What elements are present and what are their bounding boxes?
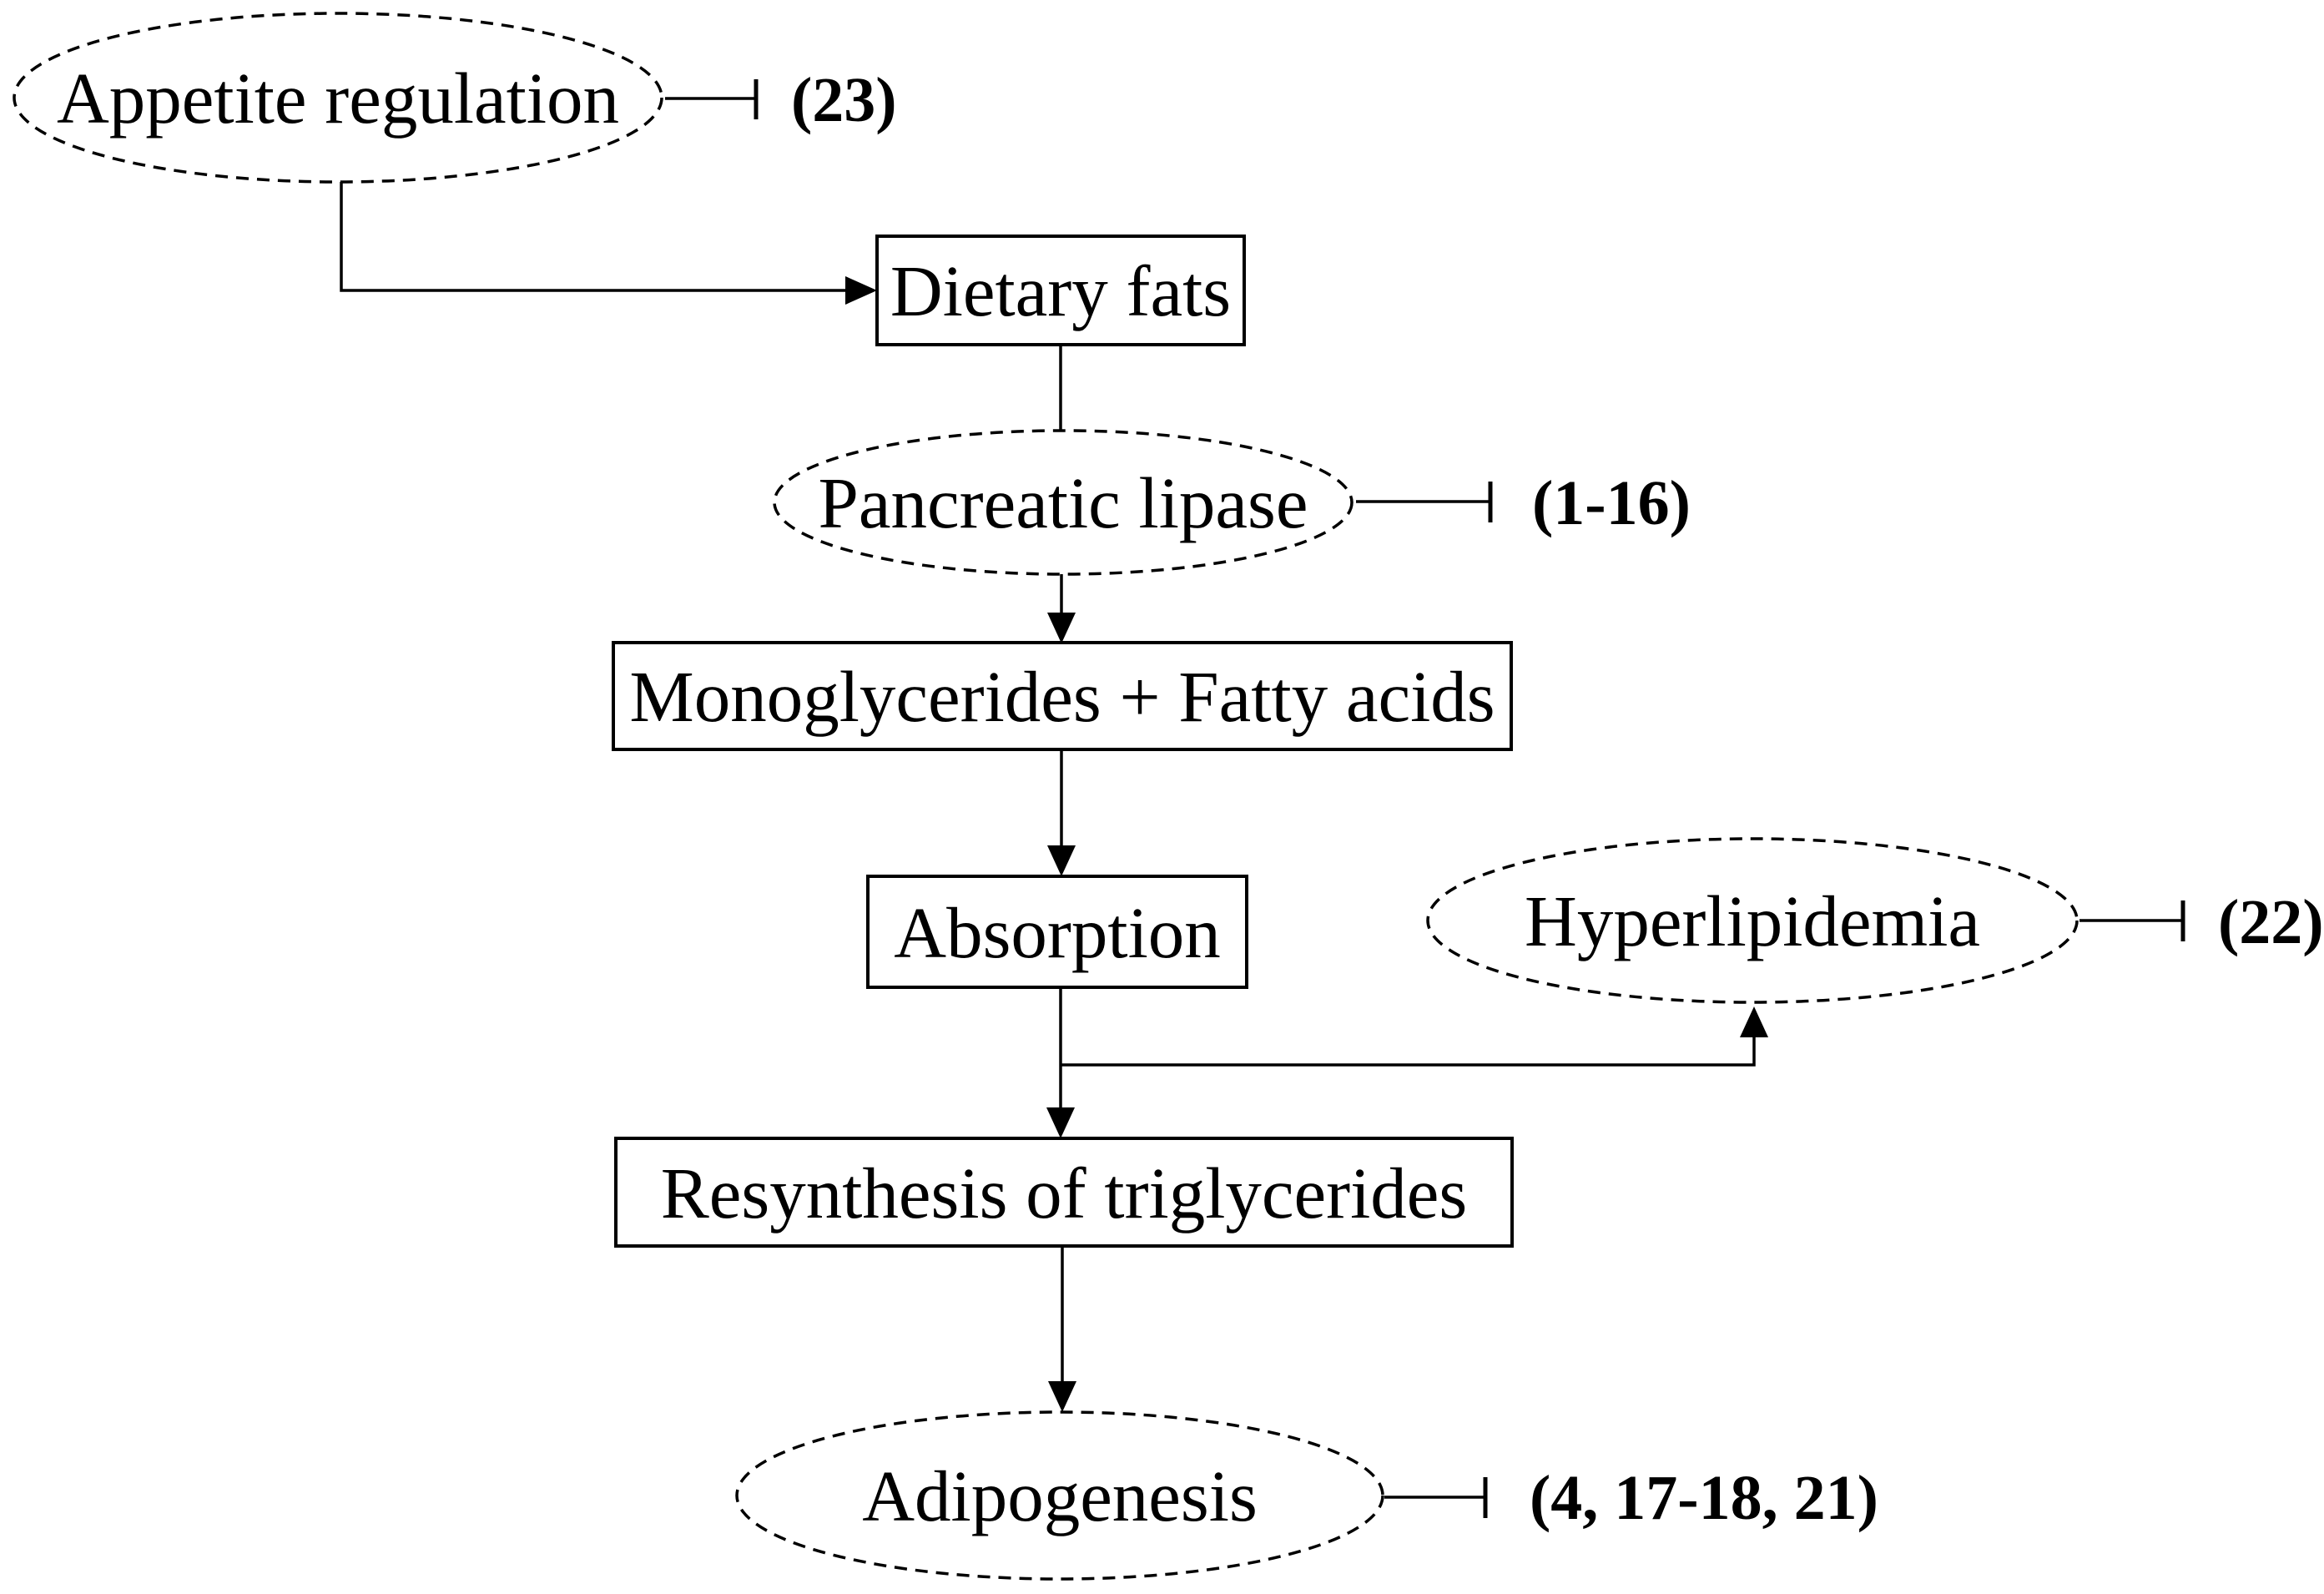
node-absorption-shape bbox=[866, 875, 1248, 989]
edge-appetite-to-dietary-fats-line bbox=[340, 179, 846, 292]
reference-label-23: (23) bbox=[791, 65, 897, 135]
node-pancreatic-lipase-shape bbox=[773, 429, 1354, 576]
edge-absorption-to-resynthesis-arrowhead-icon bbox=[1046, 1107, 1075, 1138]
edge-absorption-to-hyperlipidemia-line bbox=[1061, 1036, 1756, 1067]
node-appetite-regulation-shape bbox=[13, 12, 663, 184]
reference-label-22: (22) bbox=[2218, 887, 2324, 957]
edge-monoglycerides-to-absorption-arrowhead-icon bbox=[1047, 845, 1076, 876]
node-dietary-fats-label: Dietary fats bbox=[890, 250, 1231, 331]
node-absorption: Absorption bbox=[866, 875, 1248, 989]
node-dietary-fats: Dietary fats bbox=[875, 235, 1246, 346]
node-absorption-label: Absorption bbox=[894, 892, 1221, 973]
edge-monoglycerides-to-absorption bbox=[1047, 750, 1076, 876]
node-pancreatic-lipase-label: Pancreatic lipase bbox=[819, 462, 1308, 543]
inhibition-hyperlipidemia: (22) bbox=[2080, 887, 2324, 957]
node-adipogenesis-label: Adipogenesis bbox=[862, 1455, 1258, 1536]
edge-appetite-to-dietary-fats bbox=[340, 179, 877, 305]
inhibition-adipogenesis: (4, 17-18, 21) bbox=[1384, 1463, 1878, 1533]
node-resynthesis-of-triglycerides: Resynthesis of triglycerides bbox=[614, 1137, 1514, 1248]
node-hyperlipidemia: Hyperlipidemia bbox=[1426, 837, 2079, 1004]
reference-label-1-16: (1-16) bbox=[1532, 468, 1691, 538]
node-pancreatic-lipase: Pancreatic lipase bbox=[773, 429, 1354, 576]
node-resynthesis-of-triglycerides-shape bbox=[614, 1137, 1514, 1248]
node-monoglycerides-fatty-acids: Monoglycerides + Fatty acids bbox=[612, 641, 1513, 751]
edge-pancreatic-lipase-to-monoglycerides-arrowhead-icon bbox=[1047, 613, 1076, 643]
node-adipogenesis-shape bbox=[735, 1410, 1384, 1581]
node-monoglycerides-fatty-acids-label: Monoglycerides + Fatty acids bbox=[629, 656, 1495, 737]
node-dietary-fats-shape bbox=[875, 235, 1246, 346]
edge-pancreatic-lipase-to-monoglycerides bbox=[1047, 574, 1076, 643]
edge-absorption-to-hyperlipidemia-arrowhead-icon bbox=[1740, 1006, 1768, 1037]
node-hyperlipidemia-label: Hyperlipidemia bbox=[1525, 880, 1980, 961]
inhibition-appetite-regulation: (23) bbox=[665, 65, 897, 135]
edge-absorption-to-hyperlipidemia bbox=[1061, 1006, 1768, 1067]
edge-resynthesis-to-adipogenesis bbox=[1048, 1246, 1076, 1412]
node-resynthesis-of-triglycerides-label: Resynthesis of triglycerides bbox=[661, 1153, 1467, 1233]
node-appetite-regulation: Appetite regulation bbox=[13, 12, 663, 184]
inhibition-pancreatic-lipase: (1-16) bbox=[1356, 468, 1691, 538]
edge-appetite-to-dietary-fats-arrowhead-icon bbox=[845, 276, 877, 305]
node-adipogenesis: Adipogenesis bbox=[735, 1410, 1384, 1581]
reference-label-4-17-18-21: (4, 17-18, 21) bbox=[1530, 1463, 1878, 1533]
edge-absorption-to-resynthesis bbox=[1046, 988, 1075, 1138]
node-appetite-regulation-label: Appetite regulation bbox=[57, 58, 619, 139]
node-monoglycerides-fatty-acids-shape bbox=[612, 641, 1513, 751]
edge-resynthesis-to-adipogenesis-arrowhead-icon bbox=[1048, 1381, 1076, 1412]
node-hyperlipidemia-shape bbox=[1426, 837, 2079, 1004]
